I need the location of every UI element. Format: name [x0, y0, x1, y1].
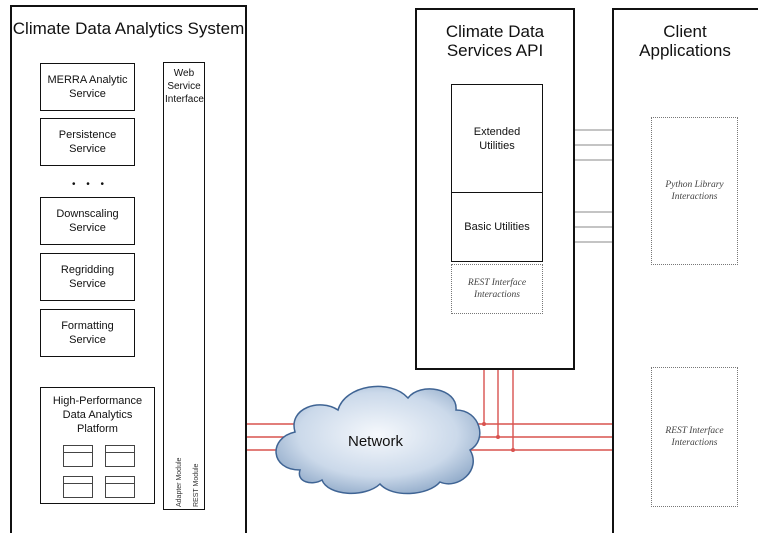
python-library-interactions: Python Library Interactions: [651, 117, 738, 265]
downscaling-service[interactable]: Downscaling Service: [40, 197, 135, 245]
client-rest-interactions: REST Interface Interactions: [651, 367, 738, 507]
platform-node: [63, 476, 93, 498]
network-label: Network: [348, 433, 404, 450]
platform-node: [105, 445, 135, 467]
client-applications-title: Client Applications: [639, 22, 731, 60]
merra-analytic-service[interactable]: MERRA Analytic Service: [40, 63, 135, 111]
extended-utilities-box[interactable]: Extended Utilities: [451, 84, 543, 194]
formatting-service[interactable]: Formatting Service: [40, 309, 135, 357]
analytics-platform-box: High-Performance Data Analytics Platform: [40, 387, 155, 504]
client-applications-panel: [612, 8, 758, 533]
regridding-service[interactable]: Regridding Service: [40, 253, 135, 301]
network-junctions: [482, 422, 515, 452]
analytics-system-title: Climate Data Analytics System: [12, 19, 245, 38]
analytics-platform-label: High-Performance Data Analytics Platform: [52, 395, 143, 435]
persistence-service[interactable]: Persistence Service: [40, 118, 135, 166]
rest-module-label: REST Module: [193, 463, 200, 507]
services-api-title: Climate Data Services API: [445, 22, 545, 60]
web-service-interface-column: [163, 62, 205, 510]
api-rest-interactions: REST Interface Interactions: [451, 264, 543, 314]
adapter-module-label: Adapter Module: [176, 457, 183, 507]
platform-node: [105, 476, 135, 498]
services-ellipsis: • • •: [71, 179, 109, 190]
web-service-interface-label: Web Service Interface: [165, 68, 204, 105]
platform-node: [63, 445, 93, 467]
basic-utilities-box[interactable]: Basic Utilities: [451, 192, 543, 262]
network-cloud-shape: [275, 385, 481, 495]
